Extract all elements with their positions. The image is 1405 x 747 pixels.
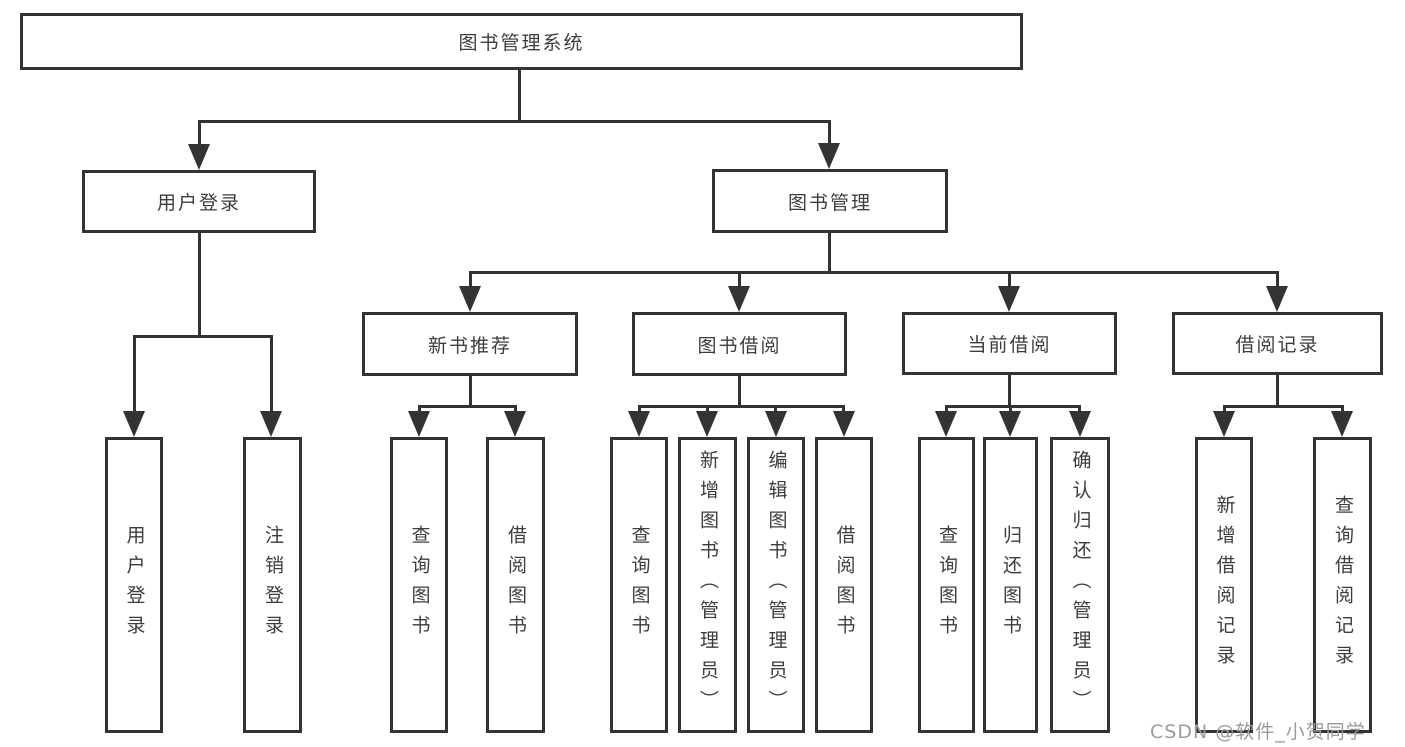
connector-line: [828, 120, 831, 148]
leaf-add-borrow-record: 新增借阅记录: [1195, 437, 1253, 733]
leaf-logout-label: 注销登录: [262, 525, 284, 645]
connector-line: [1008, 271, 1011, 288]
node-root-label: 图书管理系统: [458, 32, 585, 54]
leaf-borrow-book-1: 借阅图书: [486, 437, 545, 733]
leaf-query-book-1: 查询图书: [390, 437, 448, 733]
leaf-confirm-return-admin: 确认归还（管理员）: [1050, 437, 1110, 733]
connector-line: [706, 405, 709, 413]
node-current-borrow-label: 当前借阅: [967, 334, 1052, 356]
arrowhead-down-icon: [1213, 411, 1235, 437]
connector-line: [738, 271, 741, 288]
connector-line: [270, 335, 273, 413]
connector-line: [469, 271, 1278, 274]
connector-line: [198, 233, 201, 335]
leaf-add-borrow-record-label: 新增借阅记录: [1213, 495, 1236, 675]
connector-line: [418, 405, 421, 413]
leaf-edit-book-admin-label: 编辑图书（管理员）: [765, 450, 788, 720]
node-book-borrow-label: 图书借阅: [697, 334, 782, 357]
arrowhead-down-icon: [765, 411, 787, 437]
connector-line: [514, 405, 517, 413]
arrowhead-down-icon: [628, 411, 650, 437]
arrowhead-down-icon: [260, 411, 282, 437]
node-user-login-label: 用户登录: [156, 192, 241, 214]
leaf-query-book-2: 查询图书: [610, 437, 668, 733]
leaf-query-book-1-label: 查询图书: [408, 525, 431, 645]
arrowhead-down-icon: [728, 286, 750, 312]
leaf-query-book-2-label: 查询图书: [628, 525, 651, 645]
leaf-query-borrow-record-label: 查询借阅记录: [1332, 495, 1354, 675]
node-borrow-record: 借阅记录: [1172, 312, 1383, 375]
leaf-borrow-book-2-label: 借阅图书: [833, 525, 856, 645]
arrowhead-down-icon: [188, 144, 210, 170]
arrowhead-down-icon: [833, 411, 855, 437]
connector-line: [828, 233, 831, 271]
connector-line: [1276, 375, 1279, 405]
leaf-confirm-return-admin-label: 确认归还（管理员）: [1069, 450, 1092, 720]
leaf-add-book-admin-label: 新增图书（管理员）: [697, 450, 719, 720]
leaf-query-borrow-record: 查询借阅记录: [1313, 437, 1372, 733]
node-new-book-recommend-label: 新书推荐: [427, 334, 512, 357]
node-book-borrow: 图书借阅: [632, 312, 847, 376]
connector-line: [1341, 405, 1344, 413]
arrowhead-down-icon: [123, 411, 145, 437]
connector-line: [198, 120, 201, 148]
arrowhead-down-icon: [408, 411, 430, 437]
connector-line: [133, 335, 273, 338]
connector-line: [418, 405, 516, 408]
connector-line: [518, 69, 521, 121]
connector-line: [1223, 405, 1343, 408]
connector-line: [1276, 271, 1279, 288]
arrowhead-down-icon: [1331, 411, 1353, 437]
connector-line: [469, 271, 472, 288]
arrowhead-down-icon: [1069, 411, 1091, 437]
leaf-borrow-book-1-label: 借阅图书: [505, 525, 527, 645]
connector-line: [738, 376, 741, 405]
node-book-management-label: 图书管理: [787, 191, 872, 214]
arrowhead-down-icon: [459, 286, 481, 312]
arrowhead-down-icon: [998, 286, 1020, 312]
arrowhead-down-icon: [1266, 286, 1288, 312]
connector-line: [133, 335, 136, 413]
connector-line: [469, 376, 472, 405]
node-root: 图书管理系统: [20, 13, 1023, 70]
connector-line: [842, 405, 845, 413]
csdn-watermark: CSDN @软件_小贺同学: [1150, 721, 1366, 743]
node-current-borrow: 当前借阅: [902, 312, 1117, 375]
leaf-user-login: 用户登录: [105, 437, 163, 733]
arrowhead-down-icon: [696, 411, 718, 437]
leaf-query-book-3: 查询图书: [918, 437, 975, 733]
connector-line: [945, 405, 1080, 408]
arrowhead-down-icon: [818, 143, 840, 169]
connector-line: [945, 405, 948, 413]
connector-line: [198, 120, 831, 123]
connector-line: [1078, 405, 1081, 413]
node-borrow-record-label: 借阅记录: [1235, 334, 1320, 356]
leaf-logout: 注销登录: [243, 437, 302, 733]
leaf-return-book-label: 归还图书: [1000, 525, 1022, 645]
connector-line: [774, 405, 777, 413]
arrowhead-down-icon: [999, 411, 1021, 437]
connector-line: [638, 405, 641, 413]
node-new-book-recommend: 新书推荐: [362, 312, 578, 376]
leaf-user-login-label: 用户登录: [123, 525, 146, 645]
arrowhead-down-icon: [935, 411, 957, 437]
leaf-return-book: 归还图书: [983, 437, 1038, 733]
leaf-edit-book-admin: 编辑图书（管理员）: [747, 437, 805, 733]
connector-line: [638, 405, 844, 408]
leaf-borrow-book-2: 借阅图书: [815, 437, 873, 733]
node-user-login: 用户登录: [82, 170, 316, 233]
connector-line: [1009, 405, 1012, 413]
arrowhead-down-icon: [504, 411, 526, 437]
connector-line: [1223, 405, 1226, 413]
leaf-query-book-3-label: 查询图书: [936, 525, 958, 645]
connector-line: [1008, 375, 1011, 405]
node-book-management: 图书管理: [712, 169, 948, 233]
leaf-add-book-admin: 新增图书（管理员）: [678, 437, 737, 733]
